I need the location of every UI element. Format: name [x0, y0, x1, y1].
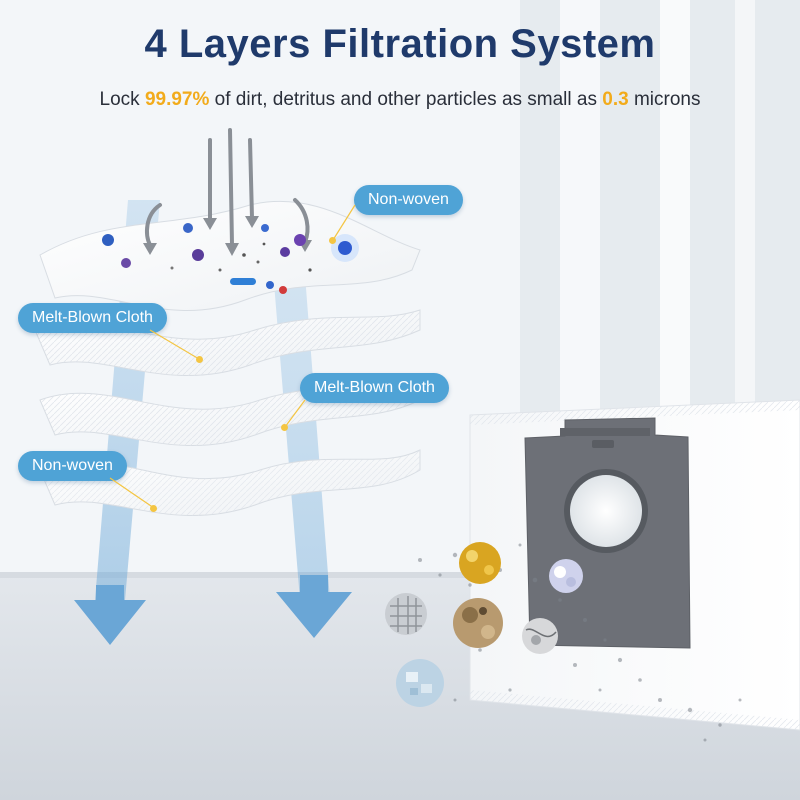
subtitle-middle: of dirt, detritus and other particles as…	[209, 89, 603, 110]
layer-pointer-dot-3	[281, 424, 288, 431]
page-title: 4 Layers Filtration System	[144, 22, 656, 66]
layer-pointer-dot-1	[329, 237, 336, 244]
debris-sample-icon-mold	[453, 598, 503, 648]
efficiency-value: 99.97%	[144, 89, 210, 110]
debris-sample-icon-lint	[549, 559, 583, 593]
filter-sheet-1	[39, 200, 421, 312]
debris-sample-icon-crumbs	[396, 659, 444, 707]
debris-sample-icon-grid	[385, 593, 427, 635]
debris-sample-icon-hair	[522, 618, 558, 654]
layer-tag-1: Non-woven	[354, 185, 463, 215]
airflow-arrow-icon-right	[276, 575, 352, 638]
layer-tag-2: Melt-Blown Cloth	[18, 303, 167, 333]
particle-icon-cluster	[102, 223, 359, 294]
subtitle: Lock 99.97% of dirt, detritus and other …	[0, 89, 800, 111]
layer-pointer-dot-4	[150, 505, 157, 512]
debris-sample-icon-gold	[459, 542, 501, 584]
particle-size-value: 0.3	[602, 89, 629, 110]
subtitle-suffix: microns	[628, 89, 701, 110]
airflow-arrow-icon-left	[74, 585, 146, 645]
intake-arrows	[145, 128, 310, 247]
layer-tag-4: Non-woven	[18, 451, 127, 481]
dust-bag	[469, 399, 800, 731]
bag-window	[570, 475, 642, 547]
layer-pointer-dot-2	[196, 356, 203, 363]
layer-tag-3: Melt-Blown Cloth	[300, 373, 449, 403]
subtitle-prefix: Lock	[99, 89, 145, 110]
